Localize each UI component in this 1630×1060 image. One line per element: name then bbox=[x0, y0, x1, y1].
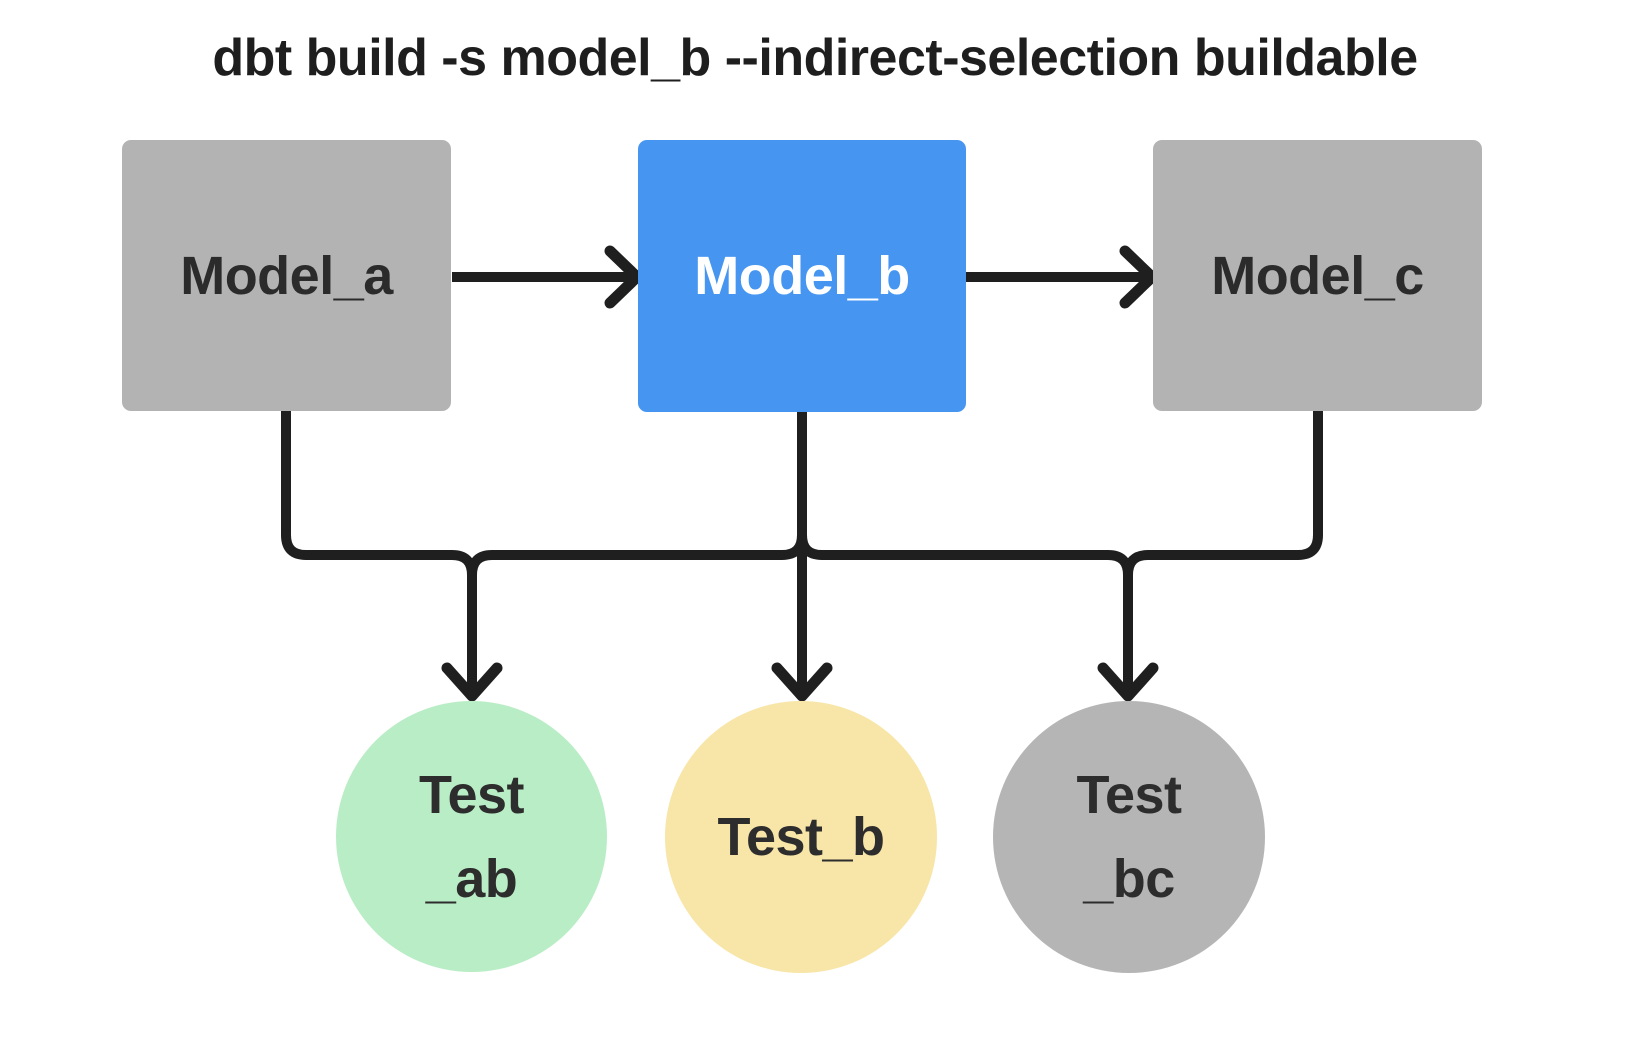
node-test-ab-label-line1: Test bbox=[418, 764, 525, 825]
node-test-bc: Test _bc bbox=[993, 701, 1265, 973]
node-test-ab: Test _ab bbox=[336, 701, 607, 972]
node-test-bc-label-line2: _bc bbox=[1083, 849, 1175, 909]
diagram-title: dbt build -s model_b --indirect-selectio… bbox=[212, 29, 1418, 87]
arrowhead-test-b bbox=[771, 662, 833, 702]
node-model-b-label: Model_b bbox=[694, 246, 910, 306]
node-model-c-label: Model_c bbox=[1211, 245, 1424, 306]
arrowhead-test-ab bbox=[441, 662, 503, 702]
node-model-c: Model_c bbox=[1153, 140, 1482, 411]
node-test-b-label-line1: Test_b bbox=[717, 807, 885, 867]
node-model-a: Model_a bbox=[122, 140, 451, 411]
edge-model-c-to-test-bc bbox=[1123, 411, 1323, 694]
node-test-b: Test_b bbox=[665, 701, 937, 973]
edge-model-a-to-test-ab bbox=[281, 411, 477, 694]
node-test-ab-label-line2: _ab bbox=[425, 848, 518, 909]
edge-model-b-to-model-c bbox=[966, 245, 1158, 309]
edge-model-b-to-test-ab bbox=[467, 411, 807, 694]
node-test-bc-label-line1: Test bbox=[1076, 765, 1182, 825]
node-model-b-selected: Model_b bbox=[638, 140, 966, 412]
arrowhead-test-bc bbox=[1097, 662, 1159, 702]
edge-model-b-to-test-bc bbox=[797, 411, 1133, 694]
node-model-a-label: Model_a bbox=[180, 245, 393, 306]
edge-model-a-to-model-b bbox=[452, 245, 643, 309]
